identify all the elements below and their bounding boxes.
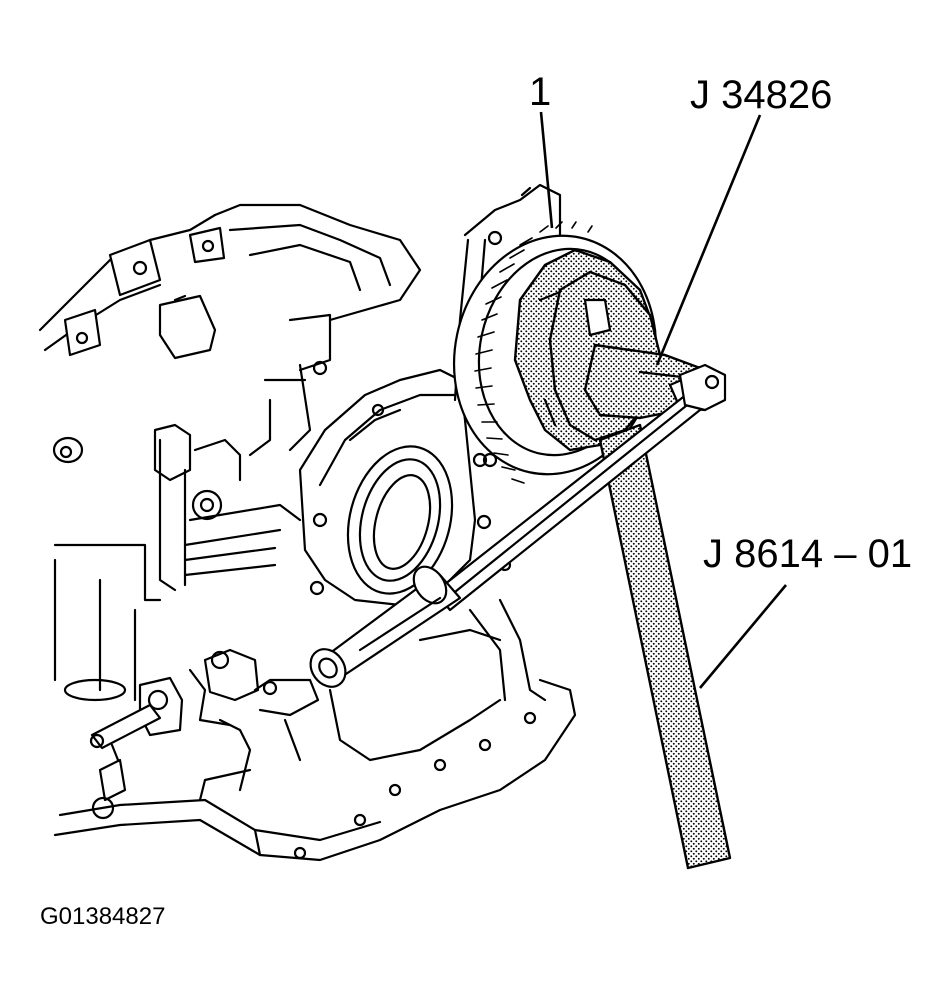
callout-1: 1 <box>529 70 551 114</box>
figure-id: G01384827 <box>40 903 165 930</box>
wrench-tool-j8614 <box>309 363 732 870</box>
callout-j34826: J 34826 <box>690 73 832 117</box>
leader-j8614 <box>699 584 787 689</box>
callout-j8614-01: J 8614 – 01 <box>703 532 912 576</box>
leader-item-1 <box>539 111 554 229</box>
engine-block <box>38 183 577 862</box>
leader-j34826 <box>655 114 762 366</box>
leader-lines <box>539 111 787 689</box>
